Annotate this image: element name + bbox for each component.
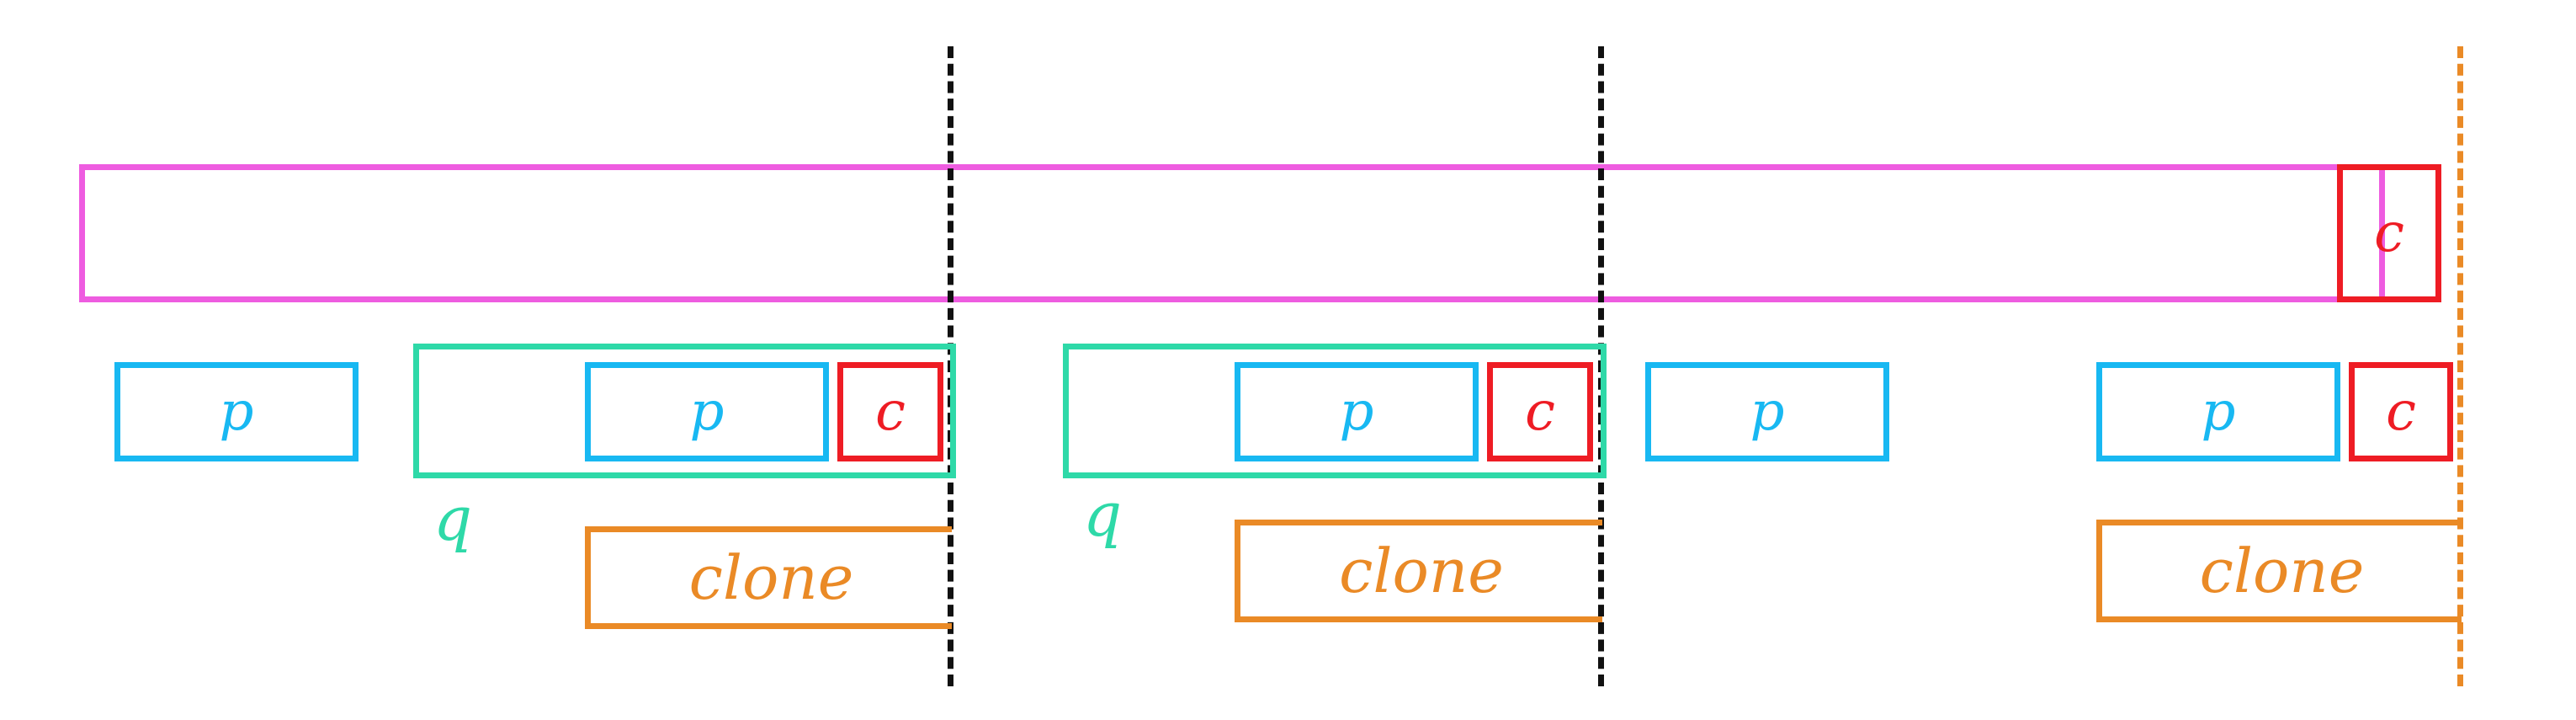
clone-label-2: clone bbox=[1339, 536, 1504, 606]
q-label-1: q bbox=[433, 483, 473, 554]
c-box-3: c bbox=[2349, 362, 2453, 461]
clone-label-1: clone bbox=[688, 542, 854, 613]
c-label-1: c bbox=[875, 381, 906, 443]
p-box-3: p bbox=[1235, 362, 1479, 461]
boundary-line-orange bbox=[2457, 46, 2463, 686]
c-label-top: c bbox=[2374, 202, 2404, 264]
p-box-4: p bbox=[1645, 362, 1889, 461]
c-box-top: c bbox=[2337, 164, 2441, 302]
p-label-3: p bbox=[1339, 381, 1374, 443]
c-label-3: c bbox=[2386, 381, 2416, 443]
clone-label-3: clone bbox=[2199, 536, 2365, 606]
c-box-1: c bbox=[837, 362, 943, 461]
clone-box-1: clone bbox=[585, 526, 952, 629]
p-box-1: p bbox=[114, 362, 359, 461]
q-label-2: q bbox=[1083, 479, 1123, 550]
p-box-2: p bbox=[585, 362, 829, 461]
pink-bar bbox=[79, 164, 2385, 302]
p-box-5: p bbox=[2096, 362, 2340, 461]
p-label-1: p bbox=[219, 381, 254, 443]
clone-box-2: clone bbox=[1235, 520, 1602, 622]
q-box-2 bbox=[1063, 344, 1607, 478]
p-label-2: p bbox=[689, 381, 725, 443]
q-box-1 bbox=[413, 344, 956, 478]
p-label-5: p bbox=[2201, 381, 2236, 443]
p-label-4: p bbox=[1750, 381, 1785, 443]
clone-box-3: clone bbox=[2096, 520, 2462, 622]
c-label-2: c bbox=[1525, 381, 1555, 443]
c-box-2: c bbox=[1487, 362, 1593, 461]
